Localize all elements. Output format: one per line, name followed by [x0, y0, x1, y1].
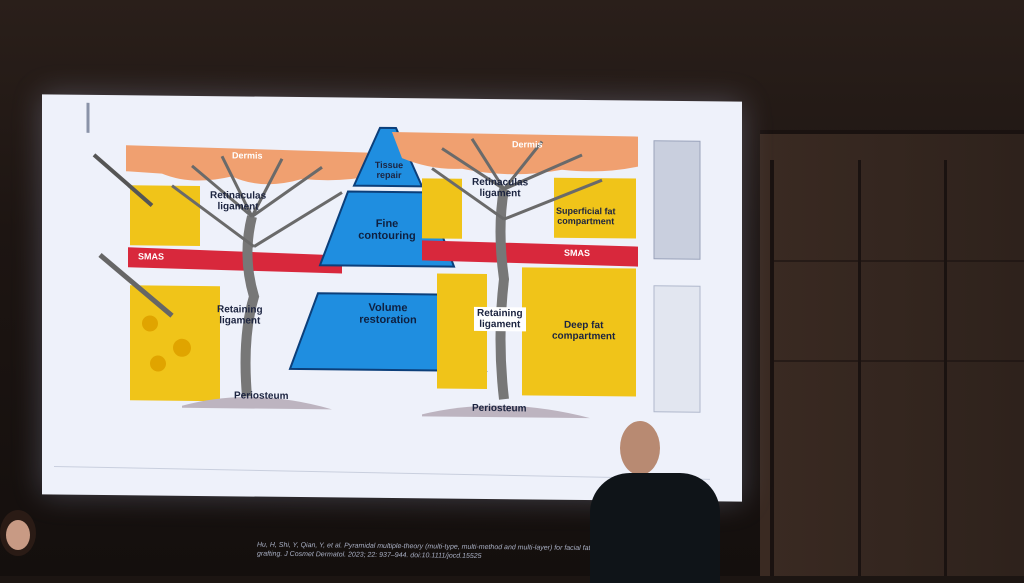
fat-graft-3	[150, 355, 166, 372]
panel-divider	[858, 160, 861, 576]
right-smas-band	[422, 240, 638, 267]
right-retaining-label: Retaining ligament	[474, 306, 526, 332]
slide-diagram	[53, 102, 711, 480]
panel-divider	[760, 130, 1024, 134]
right-skin-diagram	[392, 132, 638, 419]
left-retinacula-label: Retinaculas ligament	[210, 190, 267, 213]
right-fat-left-deep	[437, 273, 487, 389]
right-periosteum-label: Periosteum	[472, 402, 527, 415]
presenter-head	[620, 421, 660, 475]
wood-wall-panel	[760, 130, 1024, 576]
pyramid-bottom-label: Volume restoration	[359, 301, 417, 327]
left-retaining-label: Retaining ligament	[217, 304, 263, 327]
audience-face	[6, 520, 30, 550]
panel-divider	[770, 360, 1024, 362]
left-periosteum	[182, 396, 332, 410]
pyramid-middle-label: Fine contouring	[358, 217, 416, 243]
fat-graft-2	[173, 338, 191, 357]
right-smas-label: SMAS	[564, 247, 591, 259]
left-tree-branches	[171, 155, 343, 248]
pyramid-top-label: Tissue repair	[374, 159, 404, 181]
panel-divider	[770, 160, 774, 576]
left-dermis-label: Dermis	[232, 150, 263, 161]
presenter-body	[590, 473, 720, 583]
cannula-1	[92, 153, 154, 207]
right-tree-branches	[431, 138, 603, 221]
pyramid-middle	[318, 190, 456, 268]
left-skin-diagram	[92, 145, 372, 410]
left-periosteum-label: Periosteum	[234, 390, 289, 402]
panel-divider	[944, 160, 947, 576]
right-fat-left	[422, 178, 462, 239]
audience-member	[0, 510, 50, 576]
right-dermis-band	[392, 132, 638, 175]
presenter	[590, 415, 730, 583]
projection-screen: Dermis Retinaculas ligament SMAS Retaini…	[42, 94, 742, 560]
right-superficial-fat-label: Superficial fat compartment	[556, 205, 616, 227]
cannula-2	[98, 253, 174, 318]
right-fat-superficial	[554, 177, 636, 239]
right-tree-trunk	[495, 188, 510, 400]
citation-text: Hu, H, Shi, Y, Qian, Y, et al. Pyramidal…	[257, 541, 591, 560]
right-fat-deep	[522, 267, 636, 397]
product-box-2	[653, 285, 701, 413]
left-smas-band	[128, 247, 342, 274]
right-deep-fat-label: Deep fat compartment	[552, 319, 616, 343]
product-box-1	[653, 140, 701, 260]
right-periosteum	[422, 405, 590, 419]
slide-footer-rule	[53, 465, 711, 480]
right-dermis-label: Dermis	[512, 139, 543, 150]
fat-graft-1	[142, 315, 158, 332]
panel-divider	[770, 260, 1024, 262]
left-smas-label: SMAS	[138, 251, 165, 262]
right-retinacula-label: Retinaculas ligament	[472, 176, 529, 200]
